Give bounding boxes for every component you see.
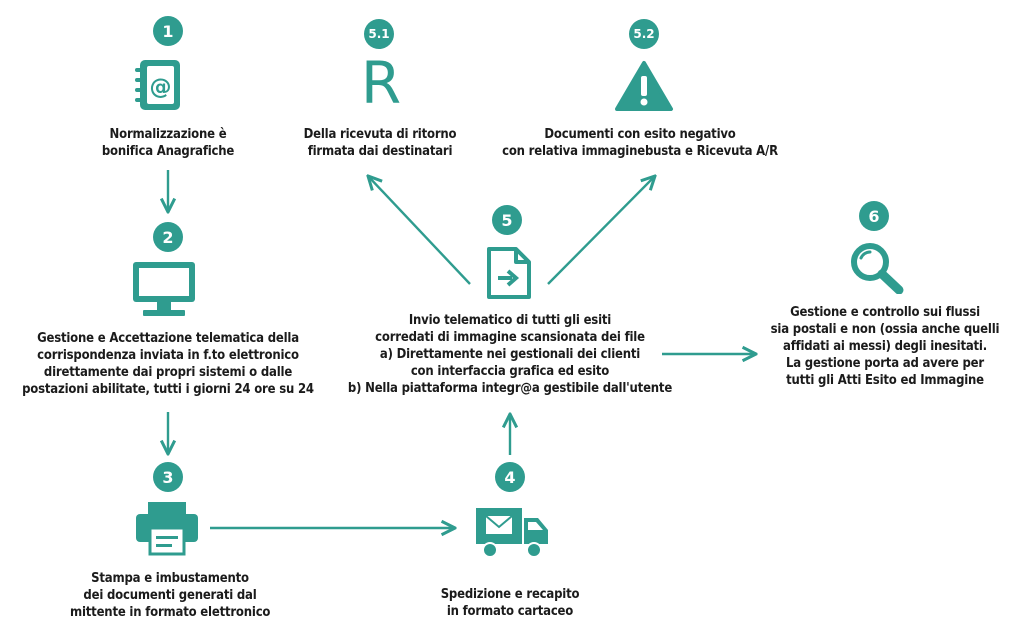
letter-r-icon: R xyxy=(360,49,402,117)
arrow-5-to-51 xyxy=(368,176,471,285)
text-line: sia postali e non (ossia anche quelli xyxy=(770,322,1000,337)
text-line: Invio telematico di tutti gli esiti xyxy=(408,313,612,328)
text-line: b) Nella piattaforma integr@a gestibile … xyxy=(347,381,673,396)
text-line: con interfaccia grafica ed esito xyxy=(410,364,610,379)
text-line: firmata dai destinatari xyxy=(307,144,453,159)
step-6-text: Gestione e controllo sui flussi sia post… xyxy=(755,304,1015,389)
printer-icon xyxy=(136,502,198,556)
step-badge-1: 1 xyxy=(153,16,183,46)
step-5-2-text: Documenti con esito negativo con relativ… xyxy=(480,126,800,160)
delivery-truck-icon xyxy=(476,508,548,558)
step-3-text: Stampa e imbustamento dei documenti gene… xyxy=(70,570,270,621)
arrow-5-to-52 xyxy=(547,176,655,285)
step-5-text: Invio telematico di tutti gli esiti corr… xyxy=(335,312,685,397)
step-5-1-text: Della ricevuta di ritorno firmata dai de… xyxy=(280,126,480,160)
text-line: Gestione e Accettazione telematica della xyxy=(37,331,299,346)
magnifier-icon xyxy=(851,243,904,294)
step-1-text: Normalizzazione è bonifica Anagrafiche xyxy=(68,126,268,160)
step-badge-4: 4 xyxy=(495,462,525,492)
text-line: direttamente dai propri sistemi o dalle xyxy=(43,365,293,380)
text-line: Normalizzazione è xyxy=(109,127,227,142)
step-badge-5-2: 5.2 xyxy=(629,19,659,49)
step-badge-3: 3 xyxy=(153,462,183,492)
text-line: in formato cartaceo xyxy=(446,604,574,619)
svg-text:@: @ xyxy=(150,75,172,100)
text-line: bonifica Anagrafiche xyxy=(101,144,235,159)
step-4-text: Spedizione e recapito in formato cartace… xyxy=(410,586,610,620)
text-line: mittente in formato elettronico xyxy=(70,605,271,620)
text-line: a) Direttamente nei gestionali dei clien… xyxy=(379,347,641,362)
text-line: corrispondenza inviata in f.to elettroni… xyxy=(37,348,299,363)
text-line: tutti gli Atti Esito ed Immagine xyxy=(786,373,984,388)
file-export-icon xyxy=(487,247,531,299)
text-line: dei documenti generati dal xyxy=(83,588,257,603)
text-line: postazioni abilitate, tutti i giorni 24 … xyxy=(22,382,314,397)
step-badge-5: 5 xyxy=(492,205,522,235)
text-line: La gestione porta ad avere per xyxy=(785,356,984,371)
step-badge-6: 6 xyxy=(859,201,889,231)
text-line: Spedizione e recapito xyxy=(440,587,580,602)
text-line: Documenti con esito negativo xyxy=(544,127,736,142)
step-badge-2: 2 xyxy=(153,222,183,252)
step-badge-5-1: 5.1 xyxy=(364,19,394,49)
text-line: Gestione e controllo sui flussi xyxy=(790,305,980,320)
warning-triangle-icon xyxy=(615,61,673,111)
computer-monitor-icon xyxy=(133,262,195,316)
text-line: Della ricevuta di ritorno xyxy=(303,127,457,142)
step-2-text: Gestione e Accettazione telematica della… xyxy=(13,330,323,398)
text-line: Stampa e imbustamento xyxy=(91,571,249,586)
text-line: con relativa immaginebusta e Ricevuta A/… xyxy=(502,144,778,159)
text-line: affidati ai messi) degli inesitati. xyxy=(783,339,987,354)
text-line: corredati di immagine scansionata dei fi… xyxy=(375,330,645,345)
address-book-icon: @ xyxy=(135,60,180,110)
